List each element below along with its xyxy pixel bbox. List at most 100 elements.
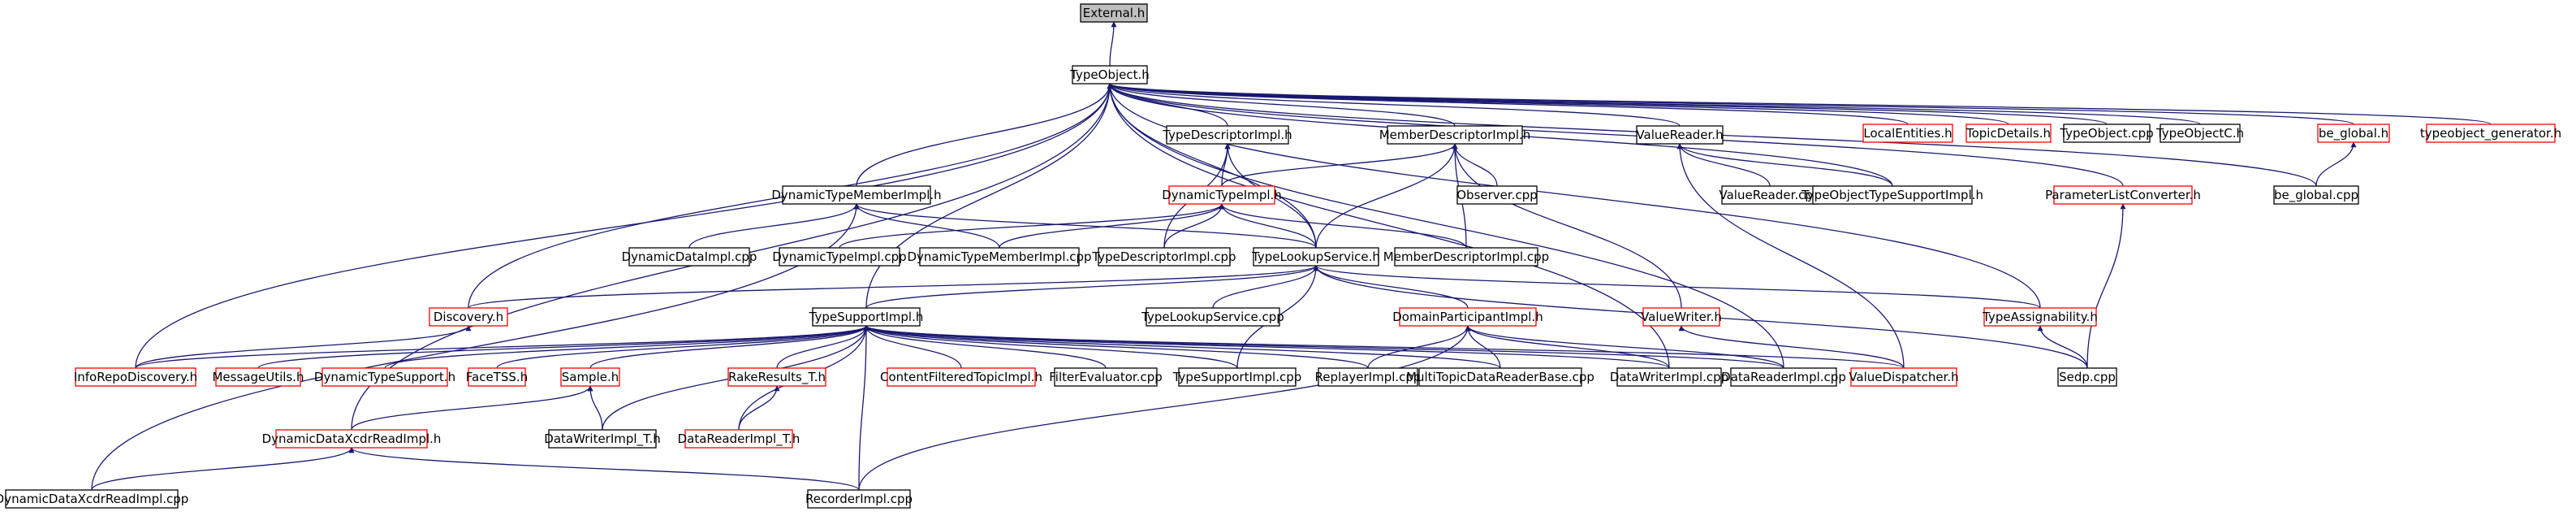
file-node-memberdescriptorimpl_h[interactable]: MemberDescriptorImpl.h [1379, 125, 1531, 145]
edge [1212, 265, 1319, 309]
edge-typesupportimpl_h-to-typelookupservice_h [865, 265, 1319, 309]
file-node-dynamictypememberimpl_h[interactable]: DynamicTypeMemberImpl.h [771, 185, 942, 205]
file-node-sample_h[interactable]: Sample.h [560, 367, 620, 387]
file-node-domainparticipantimpl_h[interactable]: DomainParticipantImpl.h [1392, 307, 1543, 327]
file-node-typelookupservice_cpp[interactable]: TypeLookupService.cpp [1141, 307, 1284, 327]
file-node-typeobject_generator_h[interactable]: typeobject_generator.h [2420, 124, 2561, 143]
file-node-be_global_cpp[interactable]: be_global.cpp [2273, 185, 2359, 205]
node-box [1965, 124, 2052, 143]
file-node-typesupportimpl_cpp[interactable]: TypeSupportImpl.cpp [1172, 367, 1302, 387]
edge [999, 203, 1225, 249]
node-box [1850, 367, 1957, 387]
node-label: be_global.h [2319, 126, 2388, 141]
edge-typeobject_generator_h-to-typeobject_h [1107, 83, 2492, 125]
file-node-facetss_h[interactable]: FaceTSS.h [466, 367, 528, 387]
node-box [1399, 307, 1537, 327]
file-node-typeobjecttypesupportimpl_h[interactable]: TypeObjectTypeSupportImpl.h [1801, 185, 1983, 205]
edge-replayerimpl_cpp-to-typesupportimpl_h [863, 325, 1369, 369]
file-node-topicdetails_h[interactable]: TopicDetails.h [1965, 124, 2052, 143]
file-node-dynamicdataxcdrreadimpl_h[interactable]: DynamicDataXcdrReadImpl.h [262, 429, 442, 449]
node-box [1636, 125, 1724, 145]
file-node-dynamicdataimpl_cpp[interactable]: DynamicDataImpl.cpp [622, 247, 757, 267]
edge-inforepodiscovery_h-to-typeobject_h [135, 83, 1113, 369]
node-label: DynamicTypeImpl.cpp [772, 249, 906, 264]
file-node-datawriterimpl_t_h[interactable]: DataWriterImpl_T.h [544, 429, 661, 449]
file-node-dynamictypesupport_h[interactable]: DynamicTypeSupport.h [314, 367, 455, 387]
node-label: DataReaderImpl.cpp [1721, 370, 1846, 384]
file-node-valuedispatcher_h[interactable]: ValueDispatcher.h [1849, 367, 1959, 387]
node-label: Sedp.cpp [2059, 370, 2116, 384]
edge [865, 265, 1319, 309]
edge [1107, 83, 2354, 125]
edge [1465, 325, 1784, 369]
file-node-typeobjectc_h[interactable]: TypeObjectC.h [2155, 124, 2244, 143]
edge-parameterlistconverter_h-to-typeobject_h [1107, 83, 2124, 187]
edge [384, 325, 869, 369]
file-node-be_global_h[interactable]: be_global.h [2317, 124, 2390, 143]
edge-typedescriptorimpl_cpp-to-dynamictypeimpl_h [1163, 203, 1225, 249]
file-node-messageutils_h[interactable]: MessageUtils.h [212, 367, 304, 387]
file-node-inforepodiscovery_h[interactable]: InfoRepoDiscovery.h [74, 367, 197, 387]
node-label: DynamicDataXcdrReadImpl.h [262, 431, 442, 446]
edge-typesupportimpl_h-to-typeobject_h [865, 83, 1113, 309]
file-node-localentities_h[interactable]: LocalEntities.h [1862, 124, 1953, 143]
file-node-typeobject_h[interactable]: TypeObject.h [1069, 65, 1150, 85]
file-node-valuereader_cpp[interactable]: ValueReader.cpp [1719, 185, 1821, 205]
edge-valuereader_h-to-typeobject_h [1107, 83, 1681, 127]
edge [863, 325, 1107, 369]
edge [776, 325, 869, 369]
file-node-valuereader_h[interactable]: ValueReader.h [1636, 125, 1724, 145]
file-node-typedescriptorimpl_cpp[interactable]: TypeDescriptorImpl.cpp [1091, 247, 1236, 267]
file-node-valuewriter_h[interactable]: ValueWriter.h [1641, 307, 1722, 327]
file-node-memberdescriptorimpl_cpp[interactable]: MemberDescriptorImpl.cpp [1383, 247, 1549, 267]
file-node-rakeresults_t_h[interactable]: RakeResults_T.h [727, 367, 826, 387]
file-node-sedp_cpp[interactable]: Sedp.cpp [2057, 367, 2117, 387]
node-box [5, 489, 179, 509]
file-node-filterevaluator_cpp[interactable]: FilterEvaluator.cpp [1049, 367, 1163, 387]
node-box [429, 307, 508, 327]
file-node-datareaderimpl_cpp[interactable]: DataReaderImpl.cpp [1721, 367, 1846, 387]
file-node-observer_cpp[interactable]: Observer.cpp [1456, 185, 1538, 205]
node-label: MemberDescriptorImpl.h [1379, 128, 1531, 142]
node-label: be_global.cpp [2274, 188, 2358, 203]
edge [863, 325, 1784, 369]
node-label: FaceTSS.h [466, 370, 528, 384]
file-node-datawriterimpl_cpp[interactable]: DataWriterImpl.cpp [1610, 367, 1728, 387]
file-node-replayerimpl_cpp[interactable]: ReplayerImpl.cpp [1315, 367, 1422, 387]
node-label: Sample.h [562, 370, 619, 384]
edge [1107, 83, 1670, 369]
edge [1465, 325, 1501, 369]
file-node-recorderimpl_cpp[interactable]: RecorderImpl.cpp [805, 489, 913, 509]
edge-observer_cpp-to-memberdescriptorimpl_h [1452, 143, 1498, 187]
file-node-typeassignability_h[interactable]: TypeAssignability.h [1982, 307, 2098, 327]
node-box [1098, 247, 1231, 267]
file-node-typelookupservice_h[interactable]: TypeLookupService.h [1251, 247, 1380, 267]
file-node-parameterlistconverter_h[interactable]: ParameterListConverter.h [2045, 185, 2201, 205]
edge-messageutils_h-to-typesupportimpl_h [257, 325, 869, 369]
edge-sedp_cpp-to-typeassignability_h [2037, 325, 2088, 369]
edge-typeassignability_h-to-typeobject_h [1107, 83, 2041, 309]
file-node-typeobject_cpp[interactable]: TypeObject.cpp [2059, 124, 2154, 143]
file-node-multitopicdatareaderbase_cpp[interactable]: MultiTopicDataReaderBase.cpp [1406, 367, 1594, 387]
edge [587, 385, 603, 431]
file-node-dynamicdataxcdrreadimpl_cpp[interactable]: DynamicDataXcdrReadImpl.cpp [0, 489, 188, 509]
edge-dynamictypeimpl_cpp-to-dynamictypeimpl_h [839, 203, 1225, 249]
file-node-dynamictypeimpl_cpp[interactable]: DynamicTypeImpl.cpp [772, 247, 907, 267]
node-label: Observer.cpp [1456, 188, 1538, 202]
file-node-typedescriptorimpl_h[interactable]: TypeDescriptorImpl.h [1162, 125, 1292, 145]
file-node-dynamictypememberimpl_cpp[interactable]: DynamicTypeMemberImpl.cpp [907, 247, 1092, 267]
edge-recorderimpl_cpp-to-dynamicdataxcdrreadimpl_h [348, 447, 860, 491]
file-node-typesupportimpl_h[interactable]: TypeSupportImpl.h [809, 307, 924, 327]
file-node-contentfilteredtopicimpl_h[interactable]: ContentFilteredTopicImpl.h [880, 367, 1042, 387]
node-label: DataWriterImpl_T.h [544, 431, 660, 447]
file-node-dynamictypeimpl_h[interactable]: DynamicTypeImpl.h [1162, 185, 1282, 205]
edge [496, 325, 869, 369]
edge-valuewriter_h-to-memberdescriptorimpl_h [1452, 143, 1682, 309]
edge-dynamictypememberimpl_h-to-typeobject_h [856, 83, 1113, 187]
file-node-datareaderimpl_t_h[interactable]: DataReaderImpl_T.h [678, 429, 800, 449]
node-label: InfoRepoDiscovery.h [74, 370, 197, 384]
file-node-discovery_h[interactable]: Discovery.h [429, 307, 508, 327]
node-box [1862, 124, 1953, 143]
edge [348, 447, 860, 491]
edge-dynamicdataimpl_cpp-to-dynamictypememberimpl_h [688, 203, 860, 249]
